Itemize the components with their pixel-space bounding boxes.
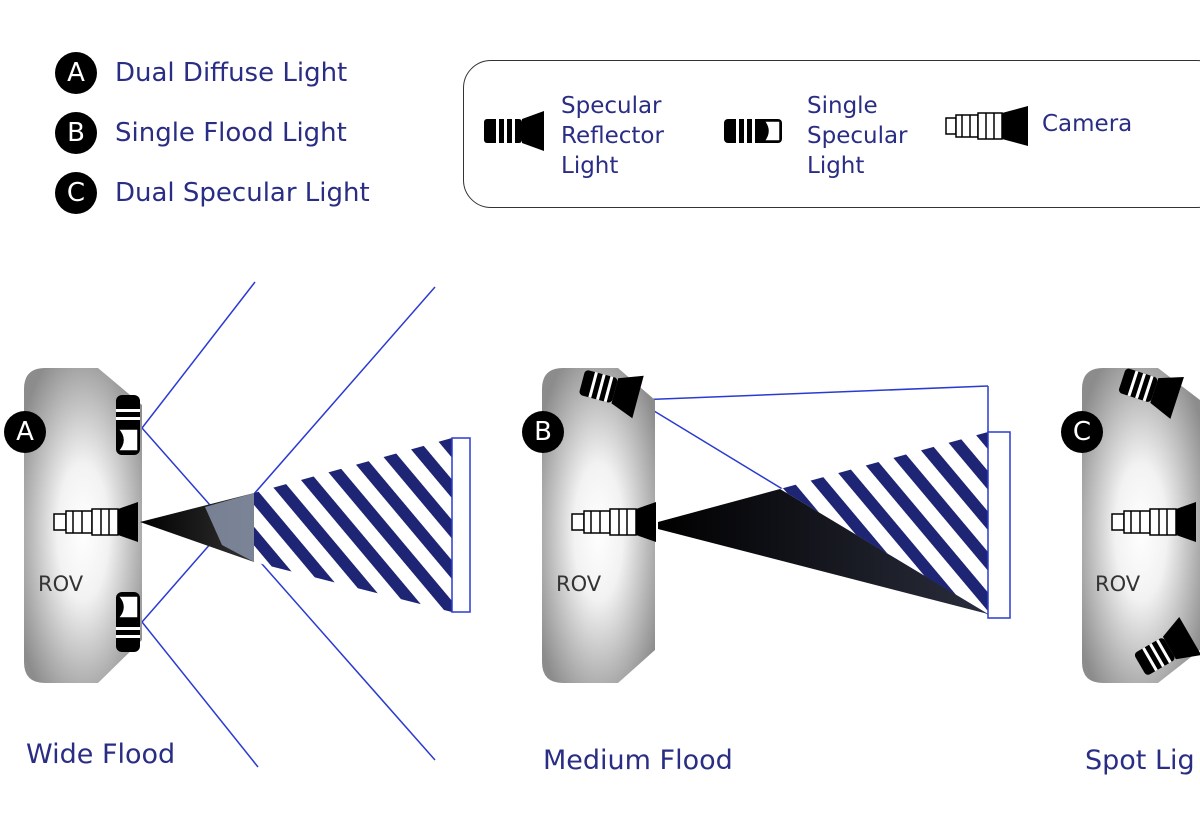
camera-view-cone [658, 489, 988, 614]
rov-label-c: ROV [1095, 572, 1141, 596]
caption-spot-light: Spot Lig [1085, 745, 1195, 776]
legend-label-c: Dual Specular Light [115, 178, 370, 208]
equipment-key: Specular Reflector Light Single Specular… [463, 60, 1200, 208]
panel-b-medium-flood [542, 360, 1011, 683]
legend-item-a: A Dual Diffuse Light [55, 52, 347, 94]
panel-a-wide-flood [24, 281, 471, 768]
camera-icon [945, 106, 1028, 146]
beam-edge-line [635, 385, 989, 401]
panel-b-badge: B [522, 411, 564, 453]
rov-label-b: ROV [556, 572, 602, 596]
diffuse-light-icon [115, 591, 141, 653]
single-specular-label: Single Specular Light [807, 93, 908, 179]
legend-item-b: B Single Flood Light [55, 112, 347, 154]
diffuse-light-icon [115, 394, 141, 456]
target-plane [451, 437, 471, 613]
panel-a-badge: A [4, 411, 46, 453]
specular-reflector-label: Specular Reflector Light [561, 93, 664, 179]
illuminated-area [780, 432, 988, 614]
panel-c-badge: C [1061, 411, 1103, 453]
badge-a: A [55, 52, 97, 94]
legend-label-a: Dual Diffuse Light [115, 58, 348, 88]
panel-c-spot-light [1082, 359, 1200, 685]
badge-b: B [55, 112, 97, 154]
target-plane [987, 431, 1011, 619]
overlap-zone [205, 493, 254, 562]
caption-medium-flood: Medium Flood [543, 745, 733, 776]
beam-edge-line [141, 281, 256, 429]
specular-reflector-light-icon [484, 111, 544, 151]
legend-item-c: C Dual Specular Light [55, 172, 370, 214]
beam-edge-line [141, 621, 259, 768]
caption-wide-flood: Wide Flood [26, 739, 176, 770]
badge-c: C [55, 172, 97, 214]
legend-label-b: Single Flood Light [115, 118, 347, 148]
rov-label-a: ROV [38, 572, 84, 596]
beam-edge-line [141, 427, 436, 761]
illuminated-area [254, 438, 452, 612]
single-specular-light-icon [724, 119, 782, 143]
camera-label: Camera [1042, 111, 1133, 137]
beam-edge-line [141, 286, 436, 623]
